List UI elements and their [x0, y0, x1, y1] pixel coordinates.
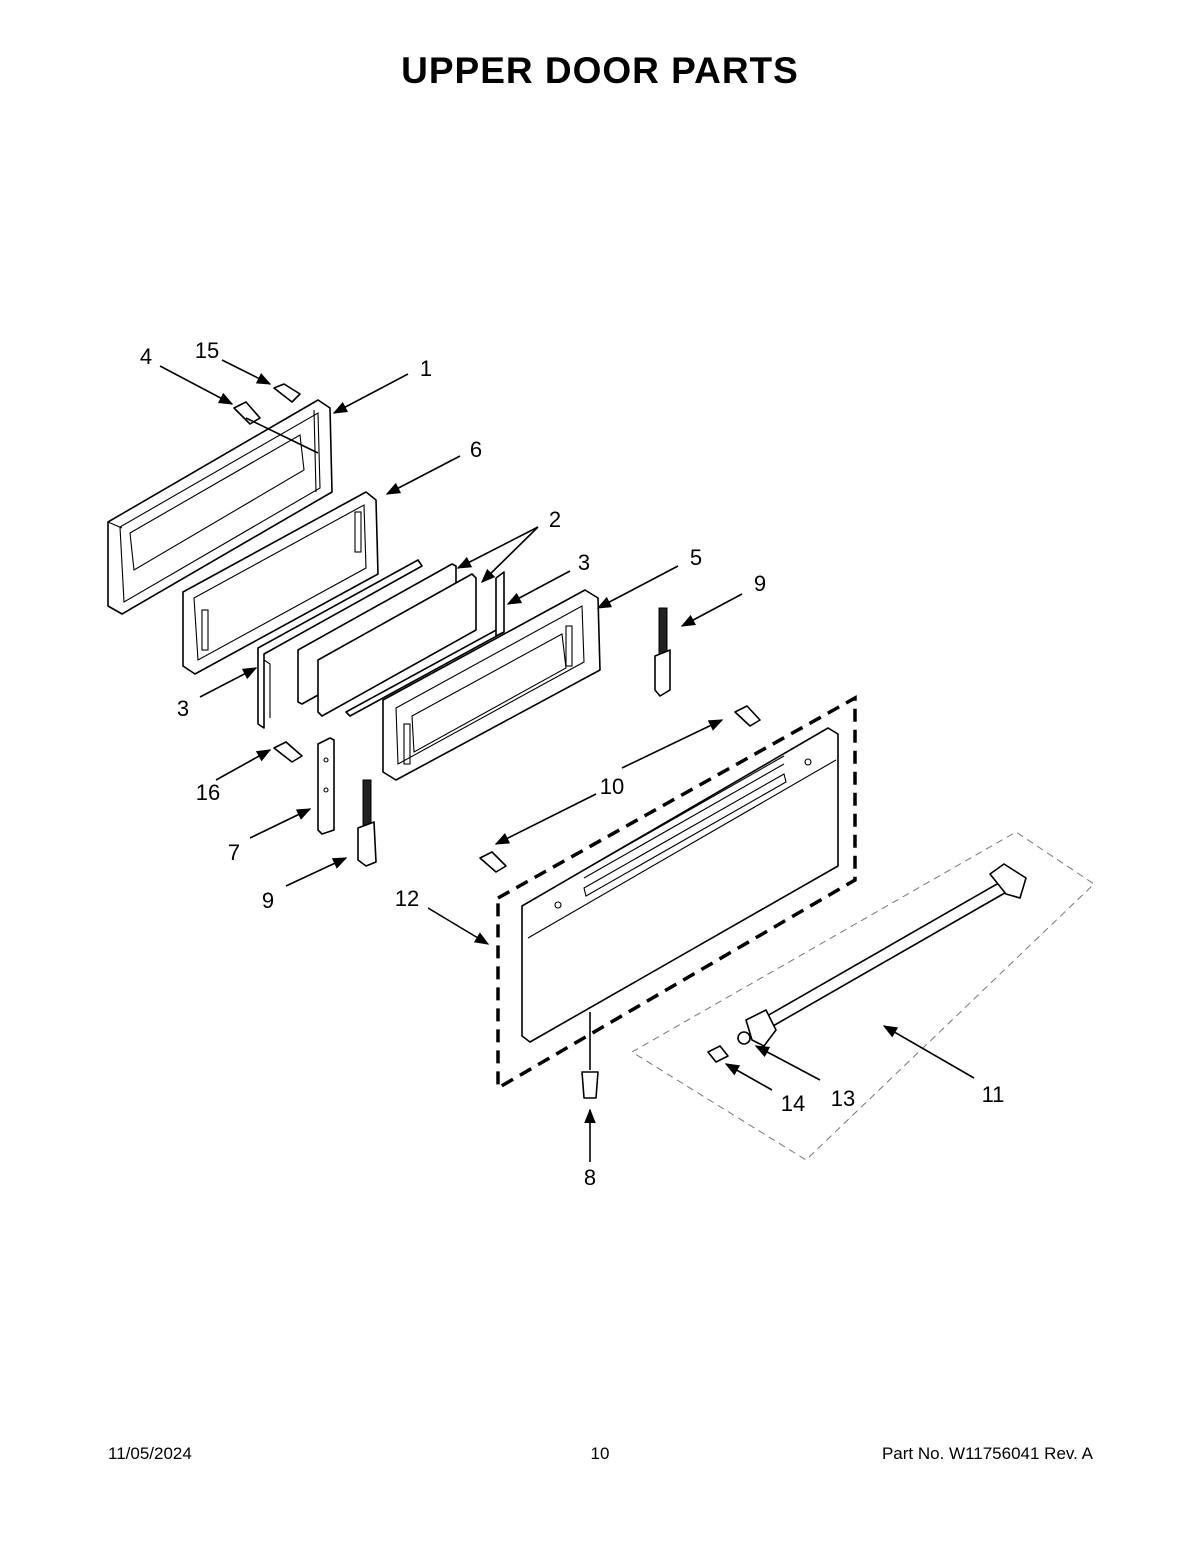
page-title: UPPER DOOR PARTS	[401, 50, 799, 91]
callout-15: 15	[195, 338, 219, 363]
callout-5: 5	[690, 545, 702, 570]
outer-door-panel	[496, 695, 857, 1092]
inner-glass-frame	[182, 491, 379, 675]
screw-10-upper	[734, 705, 761, 727]
glass-retainer-left	[257, 559, 423, 729]
door-liner-frame	[382, 589, 601, 781]
leader-arrows	[159, 359, 975, 1162]
glass-retainer-right	[345, 571, 505, 717]
screw-8	[581, 1071, 599, 1099]
callout-13: 13	[831, 1086, 855, 1111]
callout-6: 6	[470, 437, 482, 462]
callout-16: 16	[196, 780, 220, 805]
screw-4	[233, 401, 261, 425]
callout-2: 2	[549, 507, 561, 532]
hinge-receiver	[317, 737, 335, 835]
callout-7: 7	[228, 840, 240, 865]
callout-9-left: 9	[262, 888, 274, 913]
callout-10: 10	[600, 774, 624, 799]
door-handle	[631, 831, 1095, 1161]
callout-3-right: 3	[578, 550, 590, 575]
callout-9-right: 9	[754, 571, 766, 596]
screw-10-lower	[479, 851, 507, 873]
footer-date: 11/05/2024	[108, 1444, 192, 1463]
nut-13	[737, 1031, 751, 1045]
screw-14	[707, 1045, 729, 1063]
callout-1: 1	[420, 356, 432, 381]
footer-page-number: 10	[590, 1444, 610, 1463]
callout-11: 11	[982, 1082, 1005, 1107]
hinge-left	[357, 779, 377, 867]
callout-4: 4	[140, 344, 152, 369]
callout-8: 8	[584, 1165, 596, 1190]
screw-15	[273, 383, 301, 403]
callout-14: 14	[781, 1091, 805, 1116]
glass-panels	[297, 563, 477, 717]
hinge-right	[654, 607, 671, 697]
callout-12: 12	[395, 886, 419, 911]
inner-door-frame	[107, 399, 333, 615]
screw-16	[273, 741, 303, 763]
footer-part-number: Part No. W11756041 Rev. A	[881, 1444, 1093, 1463]
callout-3-left: 3	[177, 696, 189, 721]
